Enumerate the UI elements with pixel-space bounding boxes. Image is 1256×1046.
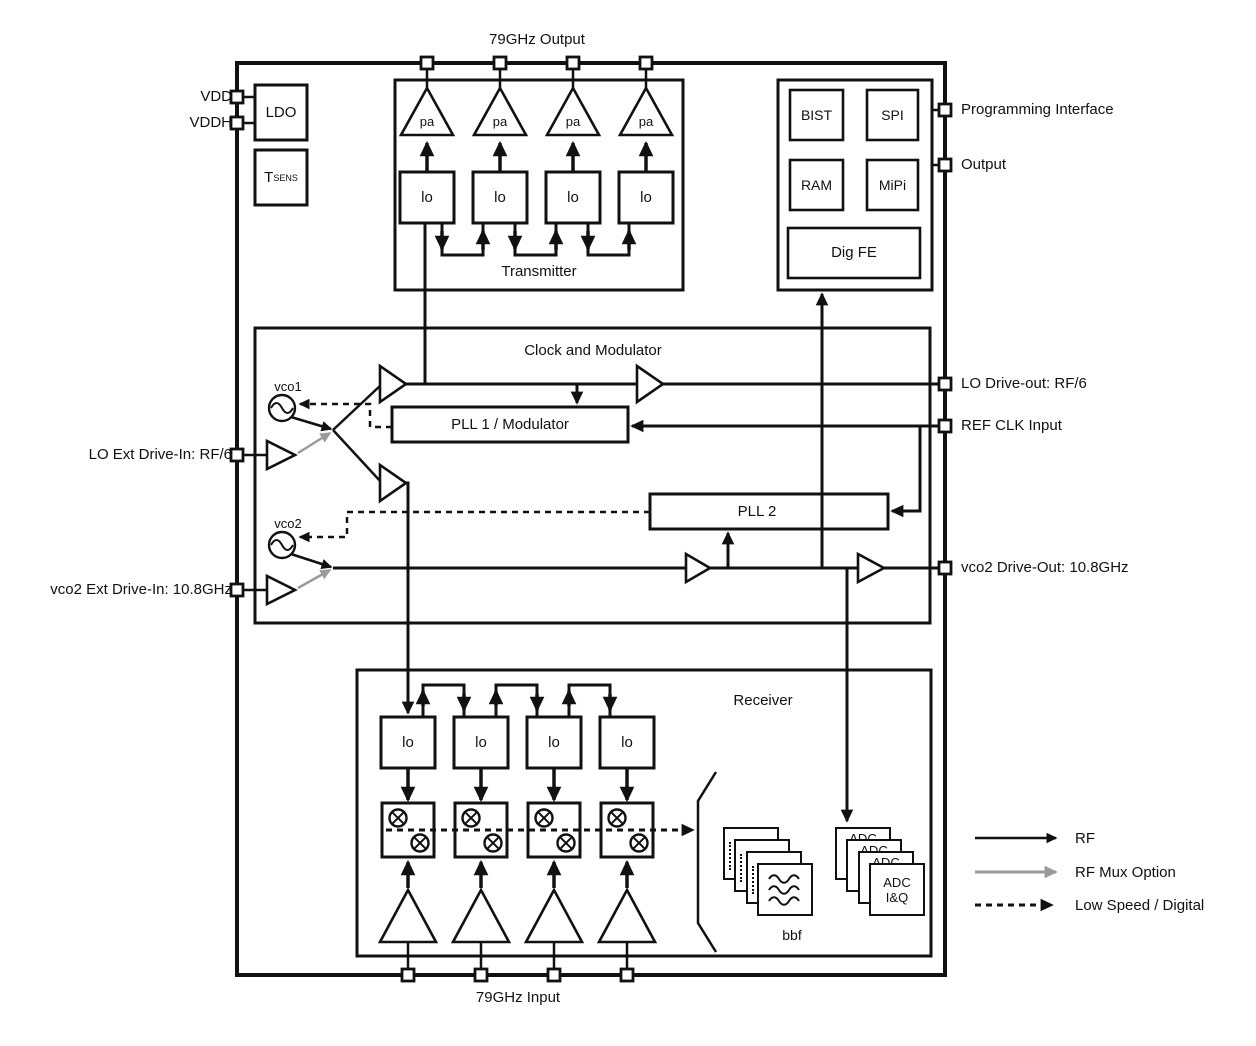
pin-label-vdd: VDD [200,88,232,105]
amplifier-triangle-icon [398,85,456,137]
pin-label-vco2-driveout: vco2 Drive-Out: 10.8GHz [961,559,1129,576]
ldo-label: LDO [265,103,297,121]
amplifier-triangle-icon [265,438,298,472]
wave-filter-icon [768,874,800,906]
top-pin-label: 79GHz Output [489,31,585,48]
pin-square [638,55,654,71]
amplifier-triangle-icon [544,85,602,137]
legend-label-rf-mux: RF Mux Option [1075,864,1176,881]
tx-lo-label: lo [421,189,433,206]
clock-title: Clock and Modulator [524,342,662,359]
mux-arrows-gray [297,431,332,590]
bist-label: BIST [800,107,833,123]
pin-label-programming-interface: Programming Interface [961,101,1114,118]
bbf-label: bbf [782,927,802,943]
chip-outline [235,61,947,977]
receiver-title: Receiver [733,692,793,709]
adc-card-front: ADC I&Q [869,863,925,916]
amplifier-triangle-icon [471,85,529,137]
pin-square [937,102,953,118]
amplifier-triangle-icon [856,551,887,585]
pa-label: pa [638,114,654,129]
amplifier-triangle-icon [378,462,409,504]
tx-lo-chain [434,223,637,257]
tx-channels [398,69,675,225]
pll1-label: PLL 1 / Modulator [451,415,569,433]
buffer-amps [265,363,887,607]
pin-square [419,55,435,71]
pin-square [937,560,953,576]
transmitter-title: Transmitter [501,263,577,280]
vco1-icon [267,393,297,423]
pin-label-lo-ext: LO Ext Drive-In: RF/6 [88,446,232,463]
rx-lo-label: lo [548,734,560,751]
bbf-card-front [757,863,813,916]
pa-label: pa [492,114,508,129]
ldo-box [243,83,309,142]
pin-square [546,967,562,983]
pin-square [619,967,635,983]
rx-lo-label: lo [621,734,633,751]
sine-wave-icon [270,539,294,551]
pin-square [229,89,245,105]
pa-label: pa [419,114,435,129]
pin-label-vco2-ext: vco2 Ext Drive-In: 10.8GHz [50,581,232,598]
tx-lo-label: lo [640,189,652,206]
spi-label: SPI [881,107,904,123]
pin-square [565,55,581,71]
pin-square [400,967,416,983]
pin-square [492,55,508,71]
rx-lo-label: lo [475,734,487,751]
pin-square [229,115,245,131]
pin-squares [229,55,953,983]
sine-wave-icon [270,402,294,414]
amplifier-triangle-icon [265,573,298,607]
dots-icon [740,854,742,882]
ram-label: RAM [800,177,833,193]
adc-front-label: ADC I&Q [883,874,911,905]
amplifier-triangle-icon [378,363,409,405]
rx-lo-label: lo [402,734,414,751]
pa-label: pa [565,114,581,129]
amplifier-triangle-icon [617,85,675,137]
pin-label-refclk: REF CLK Input [961,417,1062,434]
control-wires-dashed [298,398,650,543]
pin-square [937,157,953,173]
pin-square [937,418,953,434]
vco2-icon [267,530,297,560]
pin-square [229,582,245,598]
rx-lo-chain [415,683,618,717]
clock-block [253,326,932,625]
pll2-label: PLL 2 [737,502,777,520]
legend-arrows [975,832,1058,912]
dots-icon [752,866,754,894]
amplifier-triangle-icon [635,363,666,405]
pin-label-vddh: VDDH [189,114,232,131]
dots-icon [729,842,731,870]
pin-square [937,376,953,392]
legend-label-digital: Low Speed / Digital [1075,897,1205,914]
amplifier-triangle-icon [684,551,713,585]
rf-wires [243,292,939,823]
pin-label-output: Output [961,156,1007,173]
vco2-label: vco2 [274,516,302,531]
mixer-icons [388,808,649,853]
vco1-label: vco1 [274,379,302,394]
mipi-label: MiPi [878,177,907,193]
bottom-pin-label: 79GHz Input [475,989,561,1006]
tx-lo-label: lo [494,189,506,206]
channel-brace [696,771,718,953]
pll1-box [390,405,630,444]
tsens-box [253,148,309,207]
pin-square [473,967,489,983]
tx-lo-label: lo [567,189,579,206]
digfe-label: Dig FE [831,244,877,261]
legend-label-rf: RF [1075,830,1095,847]
pin-label-lo-driveout: LO Drive-out: RF/6 [961,375,1087,392]
pin-square [229,447,245,463]
digital-block [776,78,939,292]
